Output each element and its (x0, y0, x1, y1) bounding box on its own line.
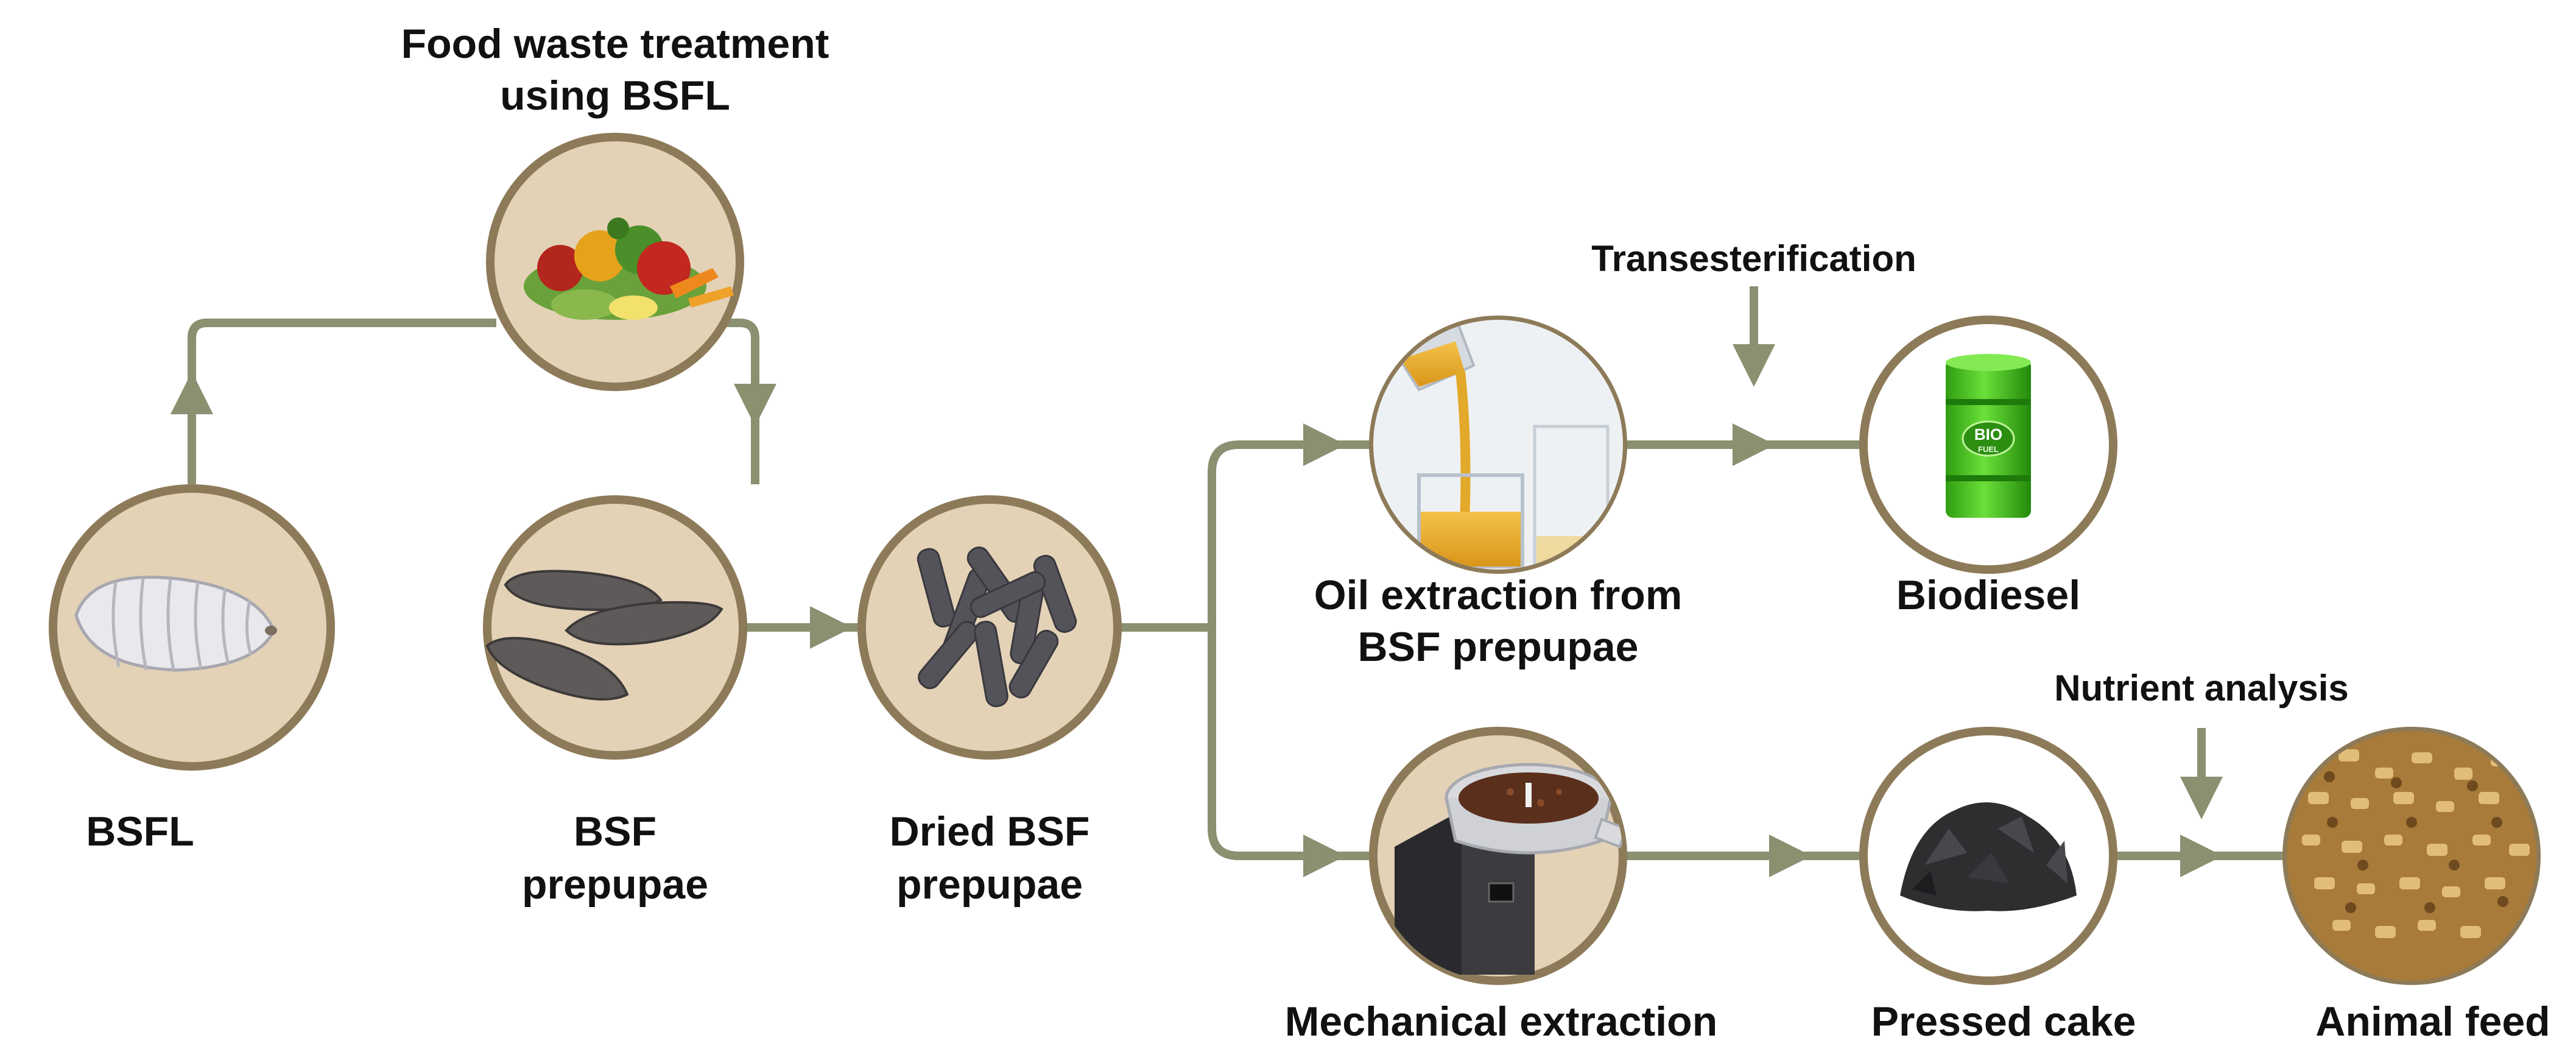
biodiesel-label: Biodiesel (1896, 572, 2080, 618)
arrowhead-right-biodiesel (1733, 423, 1775, 466)
food-waste-label-line1: Food waste treatment (401, 21, 829, 67)
transesterification-label: Transesterification (1591, 238, 1916, 279)
node-biodiesel: BIO FUEL (1859, 316, 2117, 574)
dried-larvae-icon (917, 546, 1077, 707)
biofuel-drum-icon: BIO FUEL (1946, 354, 2031, 518)
larva-icon (74, 576, 277, 672)
node-bsfl (49, 484, 335, 771)
connector-branch-vertical (1208, 440, 1373, 860)
arrowhead-right-dried (810, 606, 853, 649)
arrowhead-down-nutrient (2180, 777, 2223, 819)
node-mechanical-extraction (1369, 727, 1627, 985)
connector-left-of-food (188, 319, 496, 484)
food-waste-label-line2: using BSFL (500, 72, 730, 119)
vegetables-icon (524, 217, 734, 320)
arrowhead-right-cake (1769, 835, 1812, 877)
dried-bsf-label-line1: Dried BSF (890, 808, 1090, 855)
bsf-prepupae-label-line2: prepupae (522, 861, 708, 908)
node-food-waste (486, 133, 744, 391)
bsf-prepupae-label-line1: BSF (574, 808, 656, 855)
oil-press-machine-icon (1395, 763, 1623, 975)
node-pressed-cake (1859, 727, 2117, 985)
pressed-cake-label: Pressed cake (1871, 998, 2136, 1045)
animal-feed-label: Animal feed (2315, 998, 2550, 1045)
arrowheads (171, 344, 2223, 877)
bio-drum-subtext: FUEL (1978, 445, 1999, 454)
bsfl-label: BSFL (86, 808, 194, 855)
bio-drum-text: BIO (1974, 425, 2002, 443)
mechanical-extraction-label: Mechanical extraction (1285, 998, 1717, 1045)
oil-extraction-label-line1: Oil extraction from (1314, 572, 1683, 618)
arrowhead-up-bsfl (171, 372, 213, 414)
node-oil-extraction (1369, 316, 1627, 574)
node-animal-feed (2282, 727, 2541, 985)
pressed-cake-icon (1900, 802, 2077, 911)
prepupae-icon (485, 570, 723, 701)
arrowhead-right-mech (1303, 835, 1346, 877)
arrowhead-down-transesterification (1733, 344, 1775, 387)
arrowhead-down-prepupae (734, 384, 776, 426)
dried-bsf-label-line2: prepupae (896, 861, 1083, 908)
oil-extraction-label-line2: BSF prepupae (1358, 624, 1639, 670)
connector-bsfl-to-food-waste (188, 319, 496, 484)
node-dried-bsf-prepupae (857, 495, 1122, 760)
node-bsf-prepupae (483, 495, 747, 760)
arrowhead-right-feed (2180, 835, 2223, 877)
arrowhead-right-oil (1303, 423, 1346, 466)
feed-pellets-icon (2287, 731, 2536, 981)
labels: Food waste treatment using BSFL BSFL BSF… (86, 21, 2550, 1045)
oil-pour-beaker-icon (1373, 320, 1623, 570)
nutrient-analysis-label: Nutrient analysis (2054, 668, 2349, 708)
